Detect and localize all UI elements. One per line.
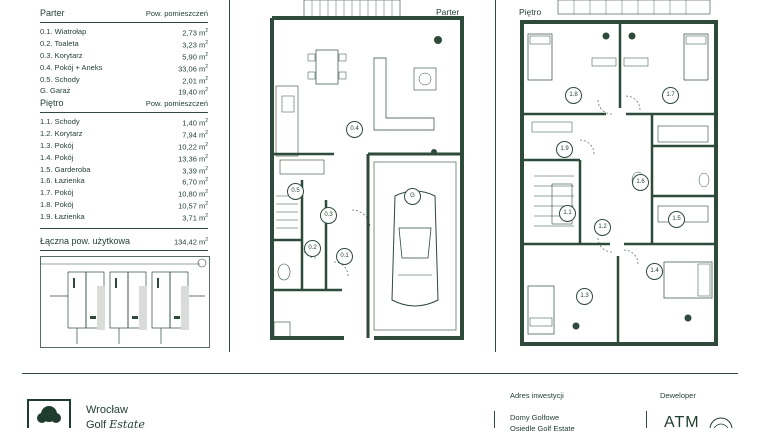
room-area: 7,94 m2: [182, 129, 208, 140]
parter-room-tag: 0.4: [346, 121, 363, 138]
parter-table: Parter Pow. pomieszczeń 0.1. Wiatrołap 2,…: [40, 2, 208, 97]
total-divider: [40, 228, 208, 229]
pietro-room-tag: 1.8: [565, 87, 582, 104]
room-name: 1.2. Korytarz: [40, 128, 83, 138]
parter-room-tag: G: [404, 188, 421, 205]
parter-room-tag: 0.2: [304, 240, 321, 257]
room-name: 1.5. Garderoba: [40, 164, 91, 174]
room-row: 0.5. Schody 2,01 m2: [40, 74, 208, 86]
room-name: 1.8. Pokój: [40, 200, 74, 210]
room-area: 3,23 m2: [182, 39, 208, 50]
pietro-header: Piętro Pow. pomieszczeń: [40, 92, 208, 113]
room-row: 1.1. Schody 1,40 m2: [40, 116, 208, 128]
pietro-room-tag: 1.5: [668, 211, 685, 228]
room-area: 3,39 m2: [182, 165, 208, 176]
pietro-floor-plan: [520, 0, 718, 346]
room-name: 1.1. Schody: [40, 117, 80, 126]
room-area: 19,40 m2: [178, 87, 208, 97]
pietro-room-tag: 1.1: [559, 205, 576, 222]
room-row: 1.7. Pokój 10,80 m2: [40, 187, 208, 199]
room-row: 0.4. Pokój + Aneks 33,06 m2: [40, 62, 208, 74]
room-row: 1.5. Garderoba 3,39 m2: [40, 164, 208, 176]
footer-divider: [22, 373, 738, 374]
pietro-room-tag: 1.9: [556, 141, 573, 158]
room-name: 1.9. Łazienka: [40, 212, 85, 222]
total-area: Łączna pow. użytkowa 134,42 m2: [40, 236, 208, 246]
room-area: 10,80 m2: [178, 189, 208, 199]
column-divider-1: [229, 0, 230, 352]
room-name: 0.1. Wiatrołap: [40, 27, 87, 36]
developer-logo: ATM: [664, 414, 700, 431]
room-name: 1.6. Łazienka: [40, 176, 85, 186]
pietro-room-tag: 1.3: [576, 288, 593, 305]
room-row: 1.4. Pokój 13,36 m2: [40, 152, 208, 164]
room-name: 1.3. Pokój: [40, 140, 74, 150]
room-row: 1.3. Pokój 10,22 m2: [40, 140, 208, 152]
parter-title: Parter: [40, 8, 65, 18]
total-label: Łączna pow. użytkowa: [40, 236, 131, 246]
pietro-plan-label: Piętro: [519, 7, 542, 17]
pietro-title: Piętro: [40, 98, 64, 108]
address-divider: [494, 411, 495, 428]
brand-line2: Golf Estate: [86, 418, 145, 431]
room-row: G. Garaż 19,40 m2: [40, 85, 208, 97]
brand-line1: Wrocław: [86, 404, 128, 416]
address-line2: Osiedle Golf Estate: [510, 424, 575, 433]
pietro-room-tag: 1.2: [594, 219, 611, 236]
room-row: 1.6. Łazienka 6,70 m2: [40, 175, 208, 187]
room-area: 3,71 m2: [182, 213, 208, 223]
pietro-table: Piętro Pow. pomieszczeń 1.1. Schody 1,40 …: [40, 92, 208, 223]
room-name: 0.2. Toaleta: [40, 38, 79, 48]
developer-title: Deweloper: [660, 391, 696, 400]
room-area: 2,01 m2: [182, 75, 208, 86]
parter-room-tag: 0.1: [336, 248, 353, 265]
room-row: 0.1. Wiatrołap 2,73 m2: [40, 26, 208, 38]
room-row: 1.8. Pokój 10,57 m2: [40, 199, 208, 211]
pietro-room-tag: 1.7: [662, 87, 679, 104]
room-area: 6,70 m2: [182, 177, 208, 187]
pietro-col-header: Pow. pomieszczeń: [145, 99, 208, 108]
room-area: 10,22 m2: [178, 141, 208, 152]
address-title: Adres inwestycji: [510, 391, 564, 400]
room-area: 1,40 m2: [182, 118, 208, 128]
pietro-room-tag: 1.4: [646, 263, 663, 280]
room-area: 5,90 m2: [182, 51, 208, 62]
parter-room-tag: 0.3: [320, 207, 337, 224]
parter-header: Parter Pow. pomieszczeń: [40, 2, 208, 23]
column-divider-2: [495, 0, 496, 352]
parter-plan-label: Parter: [436, 7, 460, 17]
room-name: G. Garaż: [40, 86, 71, 96]
pietro-room-tag: 1.6: [632, 174, 649, 191]
room-name: 0.4. Pokój + Aneks: [40, 62, 103, 72]
parter-room-tag: 0.5: [287, 183, 304, 200]
total-value: 134,42 m: [173, 237, 206, 246]
room-row: 0.2. Toaleta 3,23 m2: [40, 38, 208, 50]
room-area: 2,73 m2: [182, 28, 208, 38]
address-line1: Domy Golfowe: [510, 413, 560, 422]
total-bottom-divider: [40, 250, 208, 251]
parter-floor-plan: [270, 0, 464, 340]
tree-logo-icon: [27, 399, 71, 428]
room-name: 0.3. Korytarz: [40, 50, 83, 60]
room-row: 1.2. Korytarz 7,94 m2: [40, 128, 208, 140]
room-row: 1.9. Łazienka 3,71 m2: [40, 211, 208, 223]
room-row: 0.3. Korytarz 5,90 m2: [40, 50, 208, 62]
developer-emblem-icon: [709, 417, 733, 428]
room-name: 1.4. Pokój: [40, 152, 74, 162]
room-area: 13,36 m2: [178, 153, 208, 164]
site-plan-thumbnail: [40, 256, 210, 348]
room-area: 33,06 m2: [178, 63, 208, 74]
room-name: 0.5. Schody: [40, 74, 80, 84]
developer-divider: [646, 411, 647, 428]
room-name: 1.7. Pokój: [40, 188, 74, 198]
room-area: 10,57 m2: [178, 201, 208, 211]
parter-col-header: Pow. pomieszczeń: [145, 9, 208, 18]
